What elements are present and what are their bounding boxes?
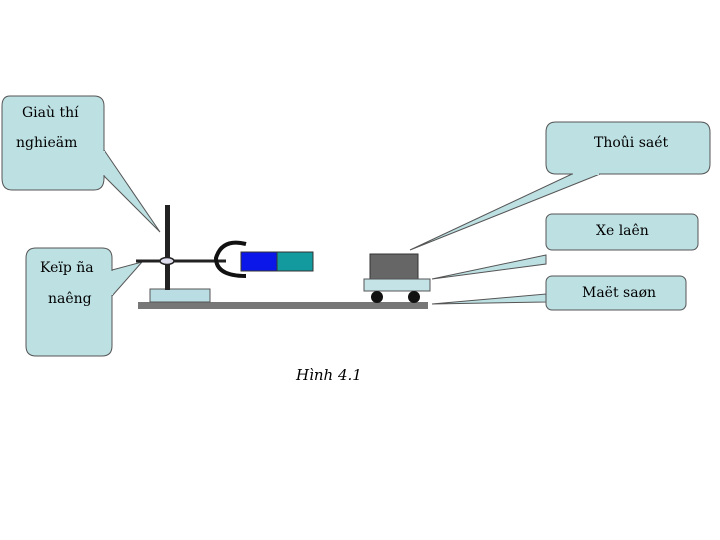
label-magnet: Thoûi saét bbox=[594, 135, 669, 151]
label-stand-line1: Giaù thí bbox=[22, 105, 79, 121]
cart-wheel-left bbox=[371, 291, 383, 303]
callout-surface-pointer bbox=[431, 293, 547, 305]
stand-rod bbox=[165, 205, 170, 290]
figure-caption: Hình 4.1 bbox=[296, 366, 362, 384]
clamp-joint bbox=[159, 256, 175, 266]
callout-cart-pointer bbox=[431, 254, 547, 280]
magnet-teal-half bbox=[276, 251, 314, 272]
label-stand-line2: nghieäm bbox=[16, 135, 78, 151]
callout-clamp-pointer bbox=[111, 261, 144, 298]
callout-cart-bubble bbox=[545, 213, 699, 251]
callout-clamp-bubble bbox=[25, 247, 113, 357]
callout-magnet-bubble bbox=[545, 121, 711, 175]
cart-platform bbox=[363, 278, 431, 292]
label-clamp-line1: Keïp ña bbox=[40, 260, 94, 276]
cart-body bbox=[369, 253, 419, 280]
stand-base bbox=[149, 288, 211, 303]
label-surface: Maët saøn bbox=[582, 285, 657, 301]
floor-surface bbox=[138, 302, 428, 309]
callout-surface-bubble bbox=[545, 275, 687, 311]
callout-stand-pointer bbox=[103, 148, 161, 233]
magnet-blue-half bbox=[240, 251, 278, 272]
cart-wheel-right bbox=[408, 291, 420, 303]
clamp-holder bbox=[213, 240, 247, 278]
callout-stand-bubble bbox=[1, 95, 105, 191]
label-cart: Xe laên bbox=[596, 223, 649, 239]
label-clamp-line2: naêng bbox=[48, 291, 92, 307]
